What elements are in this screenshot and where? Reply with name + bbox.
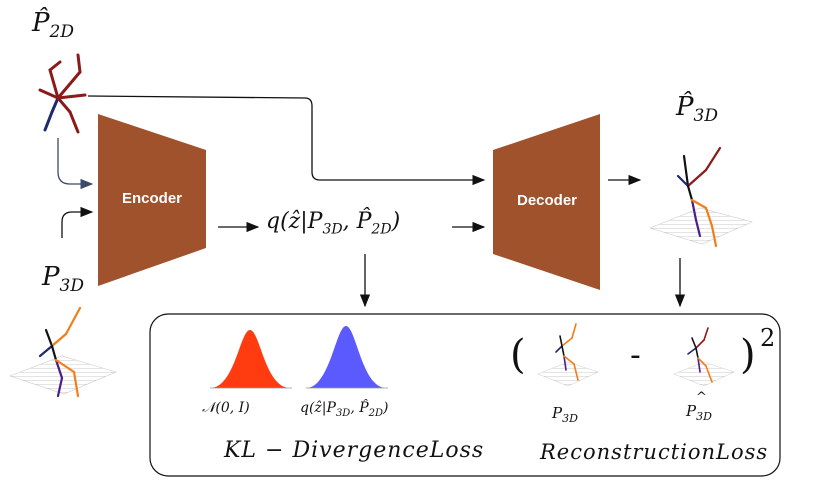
posterior-distribution-plot	[306, 326, 386, 388]
arrow-pose3d-to-encoder	[61, 206, 94, 238]
decoder-block	[493, 114, 600, 290]
latent-label: q(ẑ|P3D, P̂2D)	[266, 209, 401, 238]
loss-box	[149, 313, 781, 477]
recon-open-paren: (	[510, 332, 526, 378]
arrow-pose2d-to-decoder	[87, 95, 486, 186]
posterior-distribution-label: q(ẑ|P3D, P̂2D)	[300, 400, 389, 419]
normal-distribution-label: 𝒩(0, I)	[202, 400, 250, 416]
pose-3d-input-figure	[9, 306, 117, 398]
recon-exponent: 2	[760, 324, 776, 352]
pred-pose-label: P^3D	[686, 390, 712, 423]
reconstruction-loss-title: ReconstructionLoss	[540, 440, 769, 464]
pose-2d-label: P̂2D	[32, 8, 74, 43]
recon-close-paren: )	[740, 332, 756, 378]
gt-pose-thumb	[537, 323, 599, 387]
pose-3d-output-figure	[649, 146, 753, 248]
pose-3d-output-label: P̂3D	[676, 92, 718, 127]
encoder-block	[98, 114, 206, 286]
arrow-pose2d-to-encoder	[57, 138, 94, 190]
gt-pose-label: P3D	[552, 404, 578, 425]
encoder-label: Encoder	[121, 190, 182, 207]
recon-minus: -	[630, 338, 641, 373]
pred-pose-thumb	[673, 327, 735, 387]
pose-2d-figure	[38, 53, 87, 134]
decoder-label: Decoder	[516, 192, 578, 209]
normal-distribution-plot	[210, 330, 290, 388]
pose-3d-input-label: P3D	[42, 262, 84, 297]
kl-divergence-title: KL − DivergenceLoss	[224, 438, 485, 463]
